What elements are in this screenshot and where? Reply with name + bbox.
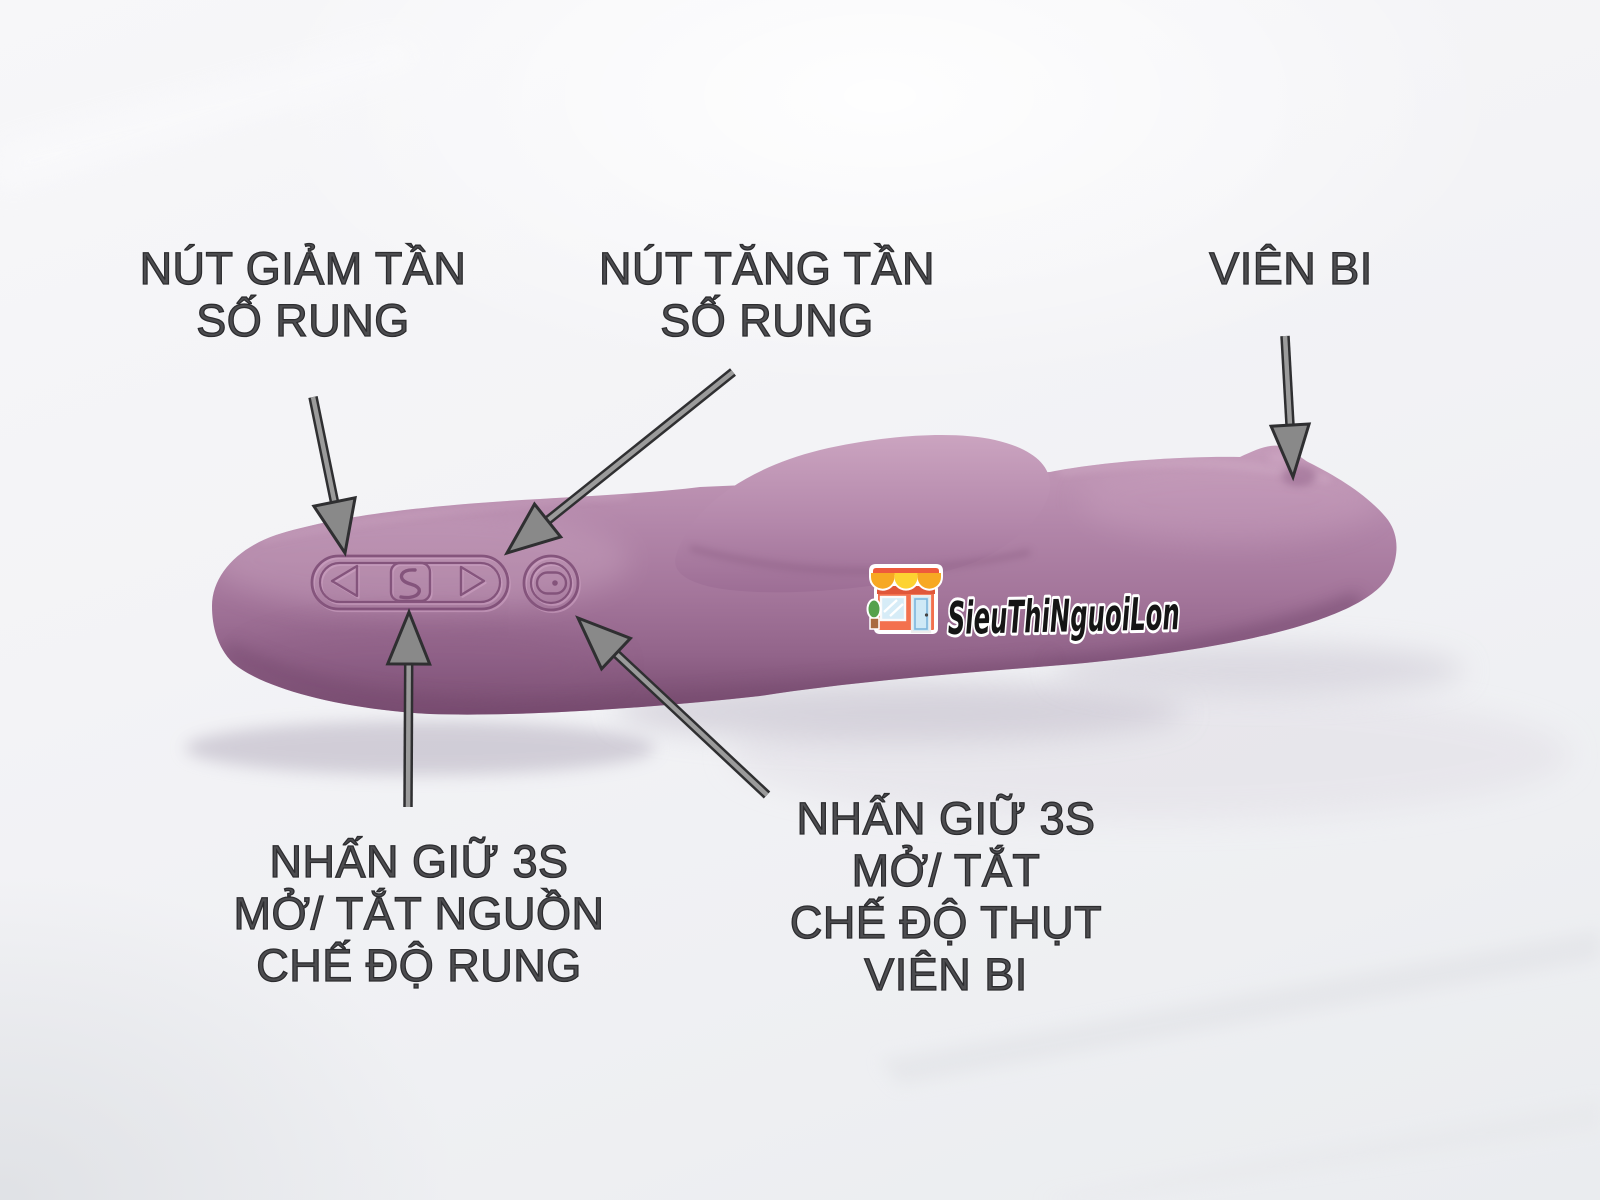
watermark: SieuThiNguoiLon: [866, 564, 1183, 648]
watermark-text: SieuThiNguoiLon: [947, 587, 1180, 645]
panel-pill-outline: [310, 554, 510, 611]
annotation-arrows: [308, 335, 1312, 808]
increase-button-icon: [459, 565, 486, 597]
callout-bead: VIÊN BI: [1209, 242, 1373, 294]
bead-tip: [1282, 466, 1316, 486]
power-button: [522, 554, 580, 612]
callout-decrease-frequency: NÚT GIẢM TẦN SỐ RUNG: [139, 242, 467, 346]
decrease-button-icon: [330, 564, 359, 598]
s-logo-icon: [399, 568, 421, 600]
cast-shadow: [185, 644, 1570, 821]
storefront-icon: [866, 564, 943, 634]
arrow-power-button: [385, 607, 432, 808]
mode-button: [389, 561, 432, 603]
arrow-thrust-button: [575, 615, 771, 799]
callout-thrust-mode: NHẤN GIỮ 3S MỞ/ TẮT CHẾ ĐỘ THỤT VIÊN BI: [789, 792, 1103, 1000]
arrow-increase-button: [503, 368, 736, 556]
power-icon: [535, 571, 568, 595]
device-arm: [675, 435, 1051, 593]
arrow-bead: [1268, 335, 1312, 482]
callout-increase-frequency: NÚT TĂNG TẦN SỐ RUNG: [598, 242, 936, 346]
backdrop-folds: [0, 40, 1600, 1200]
callout-power-mode: NHẤN GIỮ 3S MỞ/ TẮT NGUỒN CHẾ ĐỘ RUNG: [233, 835, 605, 991]
arrow-decrease-button: [308, 396, 357, 557]
control-panel: [310, 554, 581, 614]
